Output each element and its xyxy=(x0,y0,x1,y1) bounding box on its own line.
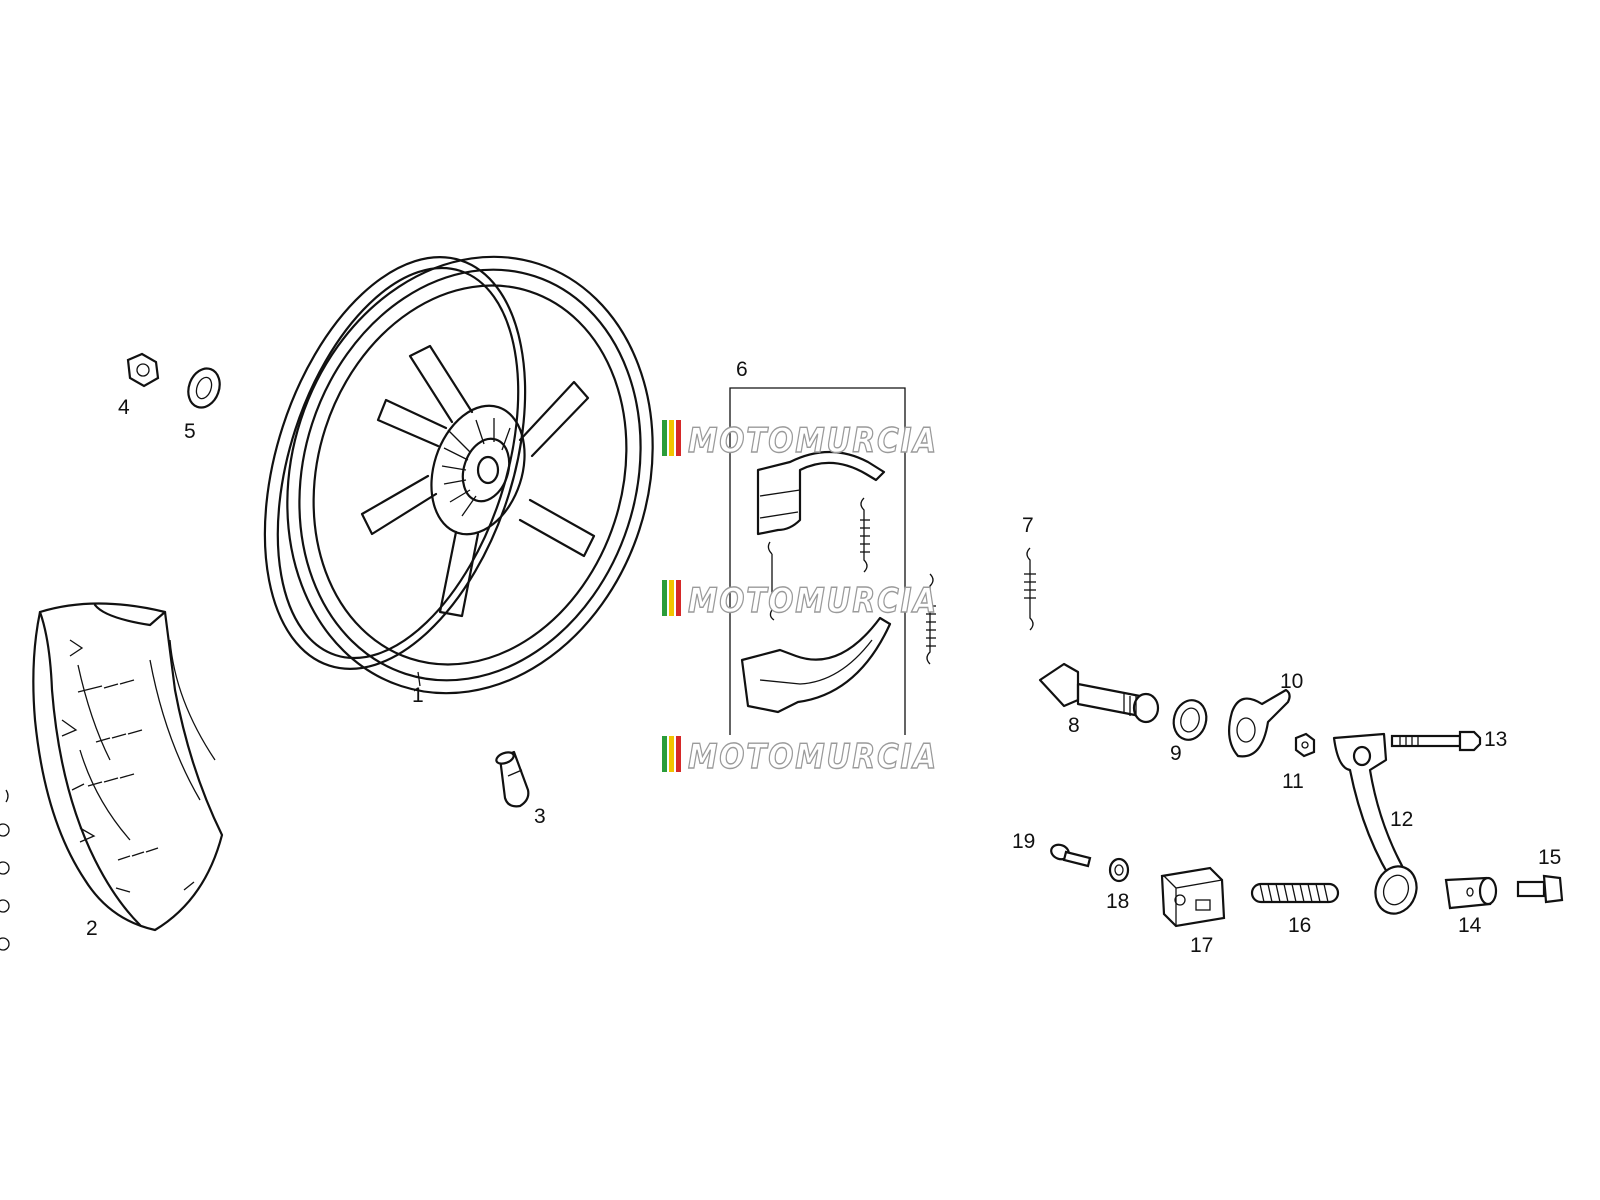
callout-17: 17 xyxy=(1190,934,1213,957)
watermarks: MOTOMURCIA MOTOMURCIA MOTOMURCIA xyxy=(662,420,938,778)
watermark-text: MOTOMURCIA xyxy=(688,737,938,777)
callout-6: 6 xyxy=(736,358,748,381)
callout-15: 15 xyxy=(1538,846,1561,869)
watermark-stripe xyxy=(676,580,681,616)
callout-10: 10 xyxy=(1280,670,1303,693)
edge-fragments xyxy=(0,789,10,951)
callout-2: 2 xyxy=(86,917,98,940)
watermark-stripe xyxy=(669,420,674,456)
wear-indicator xyxy=(1227,688,1291,758)
callout-12: 12 xyxy=(1390,808,1413,831)
watermark-text: MOTOMURCIA xyxy=(688,421,938,461)
callout-16: 16 xyxy=(1288,914,1311,937)
callout-5: 5 xyxy=(184,420,196,443)
small-nut xyxy=(1294,732,1316,758)
callout-4: 4 xyxy=(118,396,130,419)
tyre xyxy=(32,602,224,932)
washer xyxy=(187,367,221,409)
brake-lever xyxy=(1332,732,1418,915)
callout-18: 18 xyxy=(1106,890,1129,913)
watermark-logo: MOTOMURCIA xyxy=(662,580,938,622)
return-spring xyxy=(1250,882,1340,904)
callout-3: 3 xyxy=(534,805,546,828)
watermark-stripe xyxy=(662,580,667,616)
adjuster-nut xyxy=(1516,874,1564,904)
callout-19: 19 xyxy=(1012,830,1035,853)
small-washer xyxy=(1108,857,1130,883)
leader-lines xyxy=(417,671,421,687)
callout-11: 11 xyxy=(1282,770,1304,793)
screw xyxy=(1050,843,1092,868)
callout-14: 14 xyxy=(1458,914,1482,937)
callout-8: 8 xyxy=(1068,714,1080,737)
watermark-stripe xyxy=(676,420,681,456)
axle-nut xyxy=(126,352,160,388)
watermark-logo: MOTOMURCIA xyxy=(662,420,938,462)
watermark-logo: MOTOMURCIA xyxy=(662,736,938,778)
watermark-stripe xyxy=(669,580,674,616)
brake-shoe-bracket xyxy=(729,387,906,735)
stop-block xyxy=(1160,866,1226,928)
wheel-rim xyxy=(263,255,654,695)
callout-7: 7 xyxy=(1022,514,1034,537)
watermark-stripe xyxy=(676,736,681,772)
bushing xyxy=(1444,876,1498,910)
callouts: 1 2 3 4 5 6 7 8 9 10 11 12 13 14 15 16 1… xyxy=(86,358,1561,957)
watermark-text: MOTOMURCIA xyxy=(688,581,938,621)
brake-cam xyxy=(1038,662,1160,724)
spring xyxy=(1024,547,1036,631)
callout-1: 1 xyxy=(412,684,424,707)
callout-9: 9 xyxy=(1170,742,1182,765)
bolt xyxy=(1390,730,1482,752)
watermark-stripe xyxy=(662,736,667,772)
watermark-stripe xyxy=(669,736,674,772)
watermark-stripe xyxy=(662,420,667,456)
tyre-valve xyxy=(495,750,530,808)
callout-13: 13 xyxy=(1484,728,1507,751)
seal-ring xyxy=(1172,699,1208,741)
brake-shoes xyxy=(740,450,936,714)
